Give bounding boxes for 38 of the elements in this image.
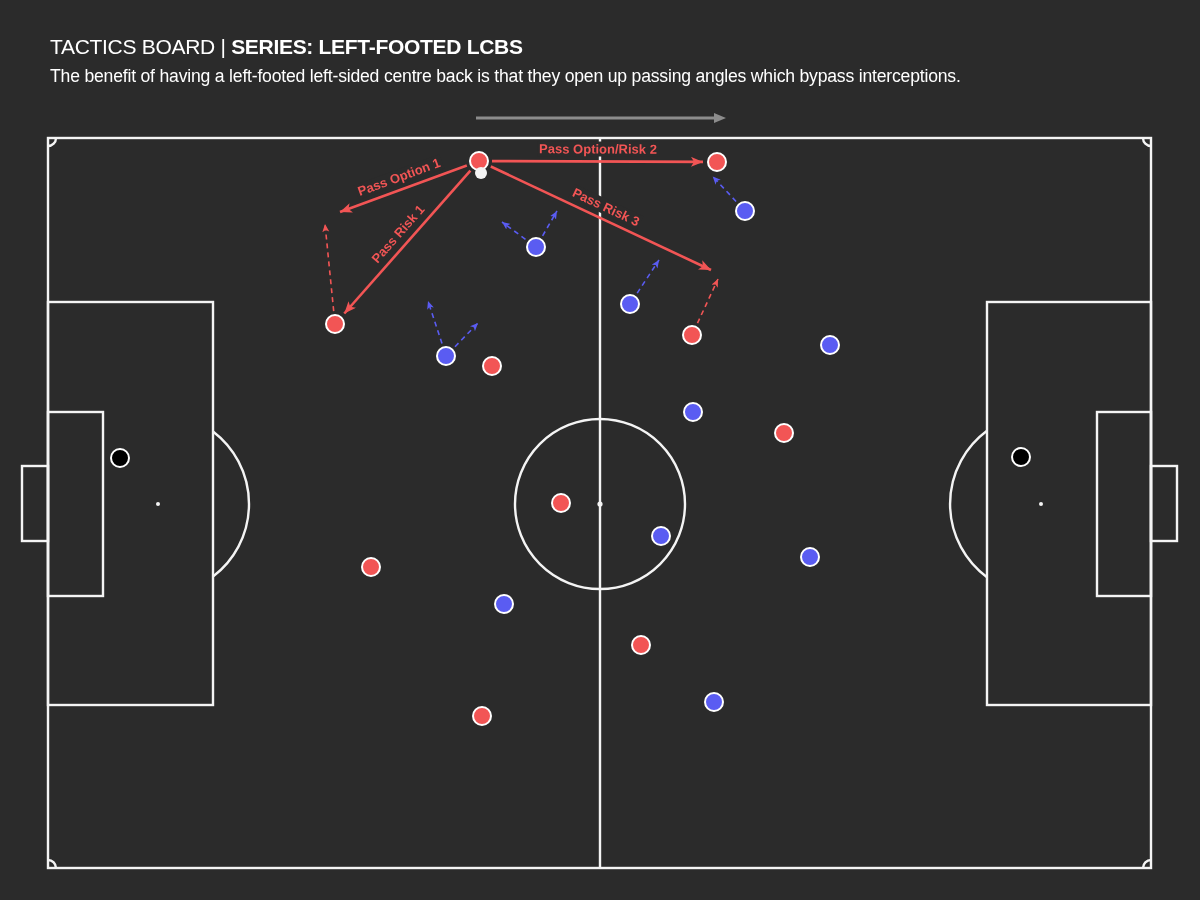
- movement-arrow: [501, 221, 527, 241]
- player-marker: [683, 402, 703, 422]
- goalkeeper-marker: [110, 448, 130, 468]
- movement-arrow: [696, 278, 719, 324]
- title: TACTICS BOARD | SERIES: LEFT-FOOTED LCBS: [50, 34, 523, 60]
- player-marker: [436, 346, 456, 366]
- player-marker: [704, 692, 724, 712]
- player-marker: [800, 547, 820, 567]
- goalkeeper-marker: [1011, 447, 1031, 467]
- pass-arrow: [490, 165, 712, 272]
- player-marker: [651, 526, 671, 546]
- player-marker: [707, 152, 727, 172]
- player-marker: [735, 201, 755, 221]
- player-marker: [494, 594, 514, 614]
- player-marker: [774, 423, 794, 443]
- movement-arrow: [711, 175, 737, 203]
- player-marker: [682, 325, 702, 345]
- player-marker: [482, 356, 502, 376]
- movement-arrow: [322, 223, 335, 312]
- player-marker: [361, 557, 381, 577]
- player-marker: [469, 151, 489, 171]
- movement-arrow: [427, 300, 443, 345]
- ball-marker: [475, 167, 487, 179]
- player-marker: [472, 706, 492, 726]
- movement-arrow: [541, 210, 558, 237]
- player-marker: [631, 635, 651, 655]
- movement-arrow: [636, 259, 660, 294]
- player-marker: [526, 237, 546, 257]
- edge-label: Pass Option/Risk 2: [536, 141, 659, 158]
- subtitle: The benefit of having a left-footed left-sided centre back is that they open up passing angles which bypass interceptions.: [50, 66, 961, 87]
- player-marker: [551, 493, 571, 513]
- player-marker: [325, 314, 345, 334]
- movement-arrow: [454, 322, 479, 348]
- pass-arrow: [339, 164, 468, 214]
- player-marker: [820, 335, 840, 355]
- pass-arrow: [343, 169, 472, 315]
- player-marker: [620, 294, 640, 314]
- pass-arrow: [492, 156, 703, 167]
